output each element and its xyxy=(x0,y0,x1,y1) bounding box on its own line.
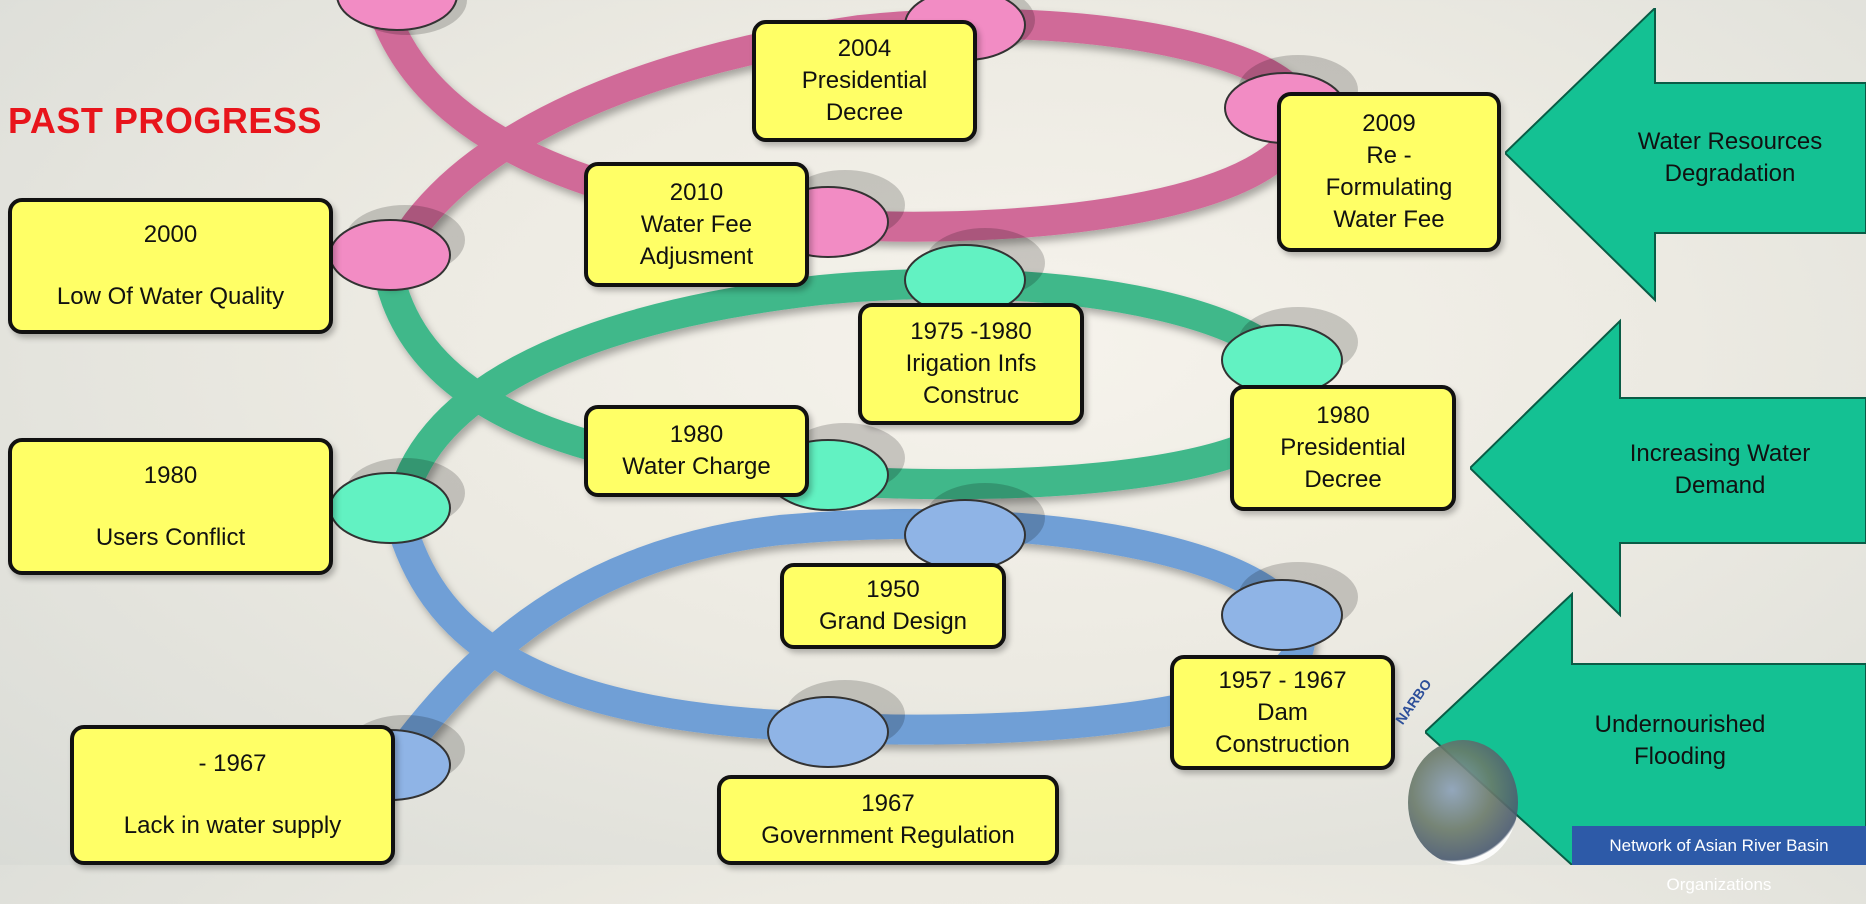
event-year: 2009 xyxy=(1362,110,1416,137)
event-text: Presidential xyxy=(801,67,928,94)
event-box-2000: 2000 Low Of Water Quality xyxy=(8,198,333,334)
event-year: 1950 xyxy=(866,576,920,603)
event-text: Lack in water supply xyxy=(123,812,342,839)
event-box-2010: 2010 Water Fee Adjusment xyxy=(584,162,809,287)
event-text: Water Fee xyxy=(640,210,753,238)
event-text: Water Charge xyxy=(622,453,771,480)
page-title: PAST PROGRESS xyxy=(8,100,322,141)
arrow-text: Demand xyxy=(1674,472,1766,499)
event-year: 1980 xyxy=(669,421,724,448)
event-year: 1980 xyxy=(143,461,198,489)
event-year: 2010 xyxy=(669,178,724,206)
event-text: Government Regulation xyxy=(761,822,1015,849)
arrow-flooding xyxy=(1425,592,1866,865)
event-year: 1980 xyxy=(1316,402,1370,429)
arrow-label-water-degradation: Water Resources Degradation xyxy=(1605,126,1855,190)
event-year: - 1967 xyxy=(198,750,267,777)
arrow-water-degradation xyxy=(1505,8,1866,303)
event-text: Dam xyxy=(1257,698,1308,726)
arrow-text: Water Resources xyxy=(1637,128,1823,155)
event-text: Users Conflict xyxy=(95,523,246,551)
arrow-text: Increasing Water xyxy=(1629,440,1811,467)
arrow-water-demand xyxy=(1470,318,1866,618)
event-text: Construc xyxy=(922,382,1020,409)
node-pink xyxy=(336,0,458,31)
event-box-1975-1980: 1975 -1980 Irigation Infs Construc xyxy=(858,303,1084,425)
node-blue xyxy=(904,499,1026,571)
arrow-label-water-demand: Increasing Water Demand xyxy=(1590,438,1850,502)
event-text: Formulating xyxy=(1325,174,1453,201)
spiral-diagram: PAST PROGRESS 2004 Presidential Decree 2… xyxy=(8,0,1866,894)
narbo-logo-photo xyxy=(1408,740,1518,865)
event-text: Re - xyxy=(1366,142,1412,169)
event-box-1967-regulation: 1967 Government Regulation xyxy=(717,775,1059,865)
event-year: 1967 xyxy=(861,790,915,817)
event-text: Low Of Water Quality xyxy=(56,283,285,310)
event-text: Grand Design xyxy=(818,608,968,635)
node-blue xyxy=(767,696,889,768)
event-text: Decree xyxy=(1304,466,1382,493)
arrow-text: Degradation xyxy=(1664,160,1796,187)
event-text: Construction xyxy=(1215,730,1350,758)
node-pink xyxy=(329,219,451,291)
event-box-1980-decree: 1980 Presidential Decree xyxy=(1230,385,1456,511)
event-box-2004: 2004 Presidential Decree xyxy=(752,20,977,142)
event-text: Presidential xyxy=(1280,434,1406,461)
arrow-label-flooding: Undernourished Flooding xyxy=(1560,709,1800,773)
event-year: 1957 - 1967 xyxy=(1218,666,1347,694)
event-box-2009: 2009 Re - Formulating Water Fee xyxy=(1277,92,1501,252)
event-year: 2000 xyxy=(143,221,198,248)
event-text: Adjusment xyxy=(639,242,754,270)
arrow-text: Undernourished xyxy=(1594,711,1766,738)
node-green xyxy=(329,472,451,544)
event-text: Irigation Infs xyxy=(905,350,1037,377)
event-text: Decree xyxy=(825,99,904,126)
narbo-logo-text: Network of Asian River Basin Organizatio… xyxy=(1572,826,1866,894)
event-year: 1975 -1980 xyxy=(910,318,1032,345)
event-box-1950: 1950 Grand Design xyxy=(780,563,1006,649)
arrow-text: Flooding xyxy=(1633,743,1727,770)
event-text: Water Fee xyxy=(1333,206,1445,233)
event-year: 2004 xyxy=(837,35,892,62)
event-box-1980-charge: 1980 Water Charge xyxy=(584,405,809,497)
node-blue xyxy=(1221,579,1343,651)
event-box-1980-conflict: 1980 Users Conflict xyxy=(8,438,333,575)
event-box-1967-lack: - 1967 Lack in water supply xyxy=(70,725,395,865)
event-box-1957-1967: 1957 - 1967 Dam Construction xyxy=(1170,655,1395,770)
